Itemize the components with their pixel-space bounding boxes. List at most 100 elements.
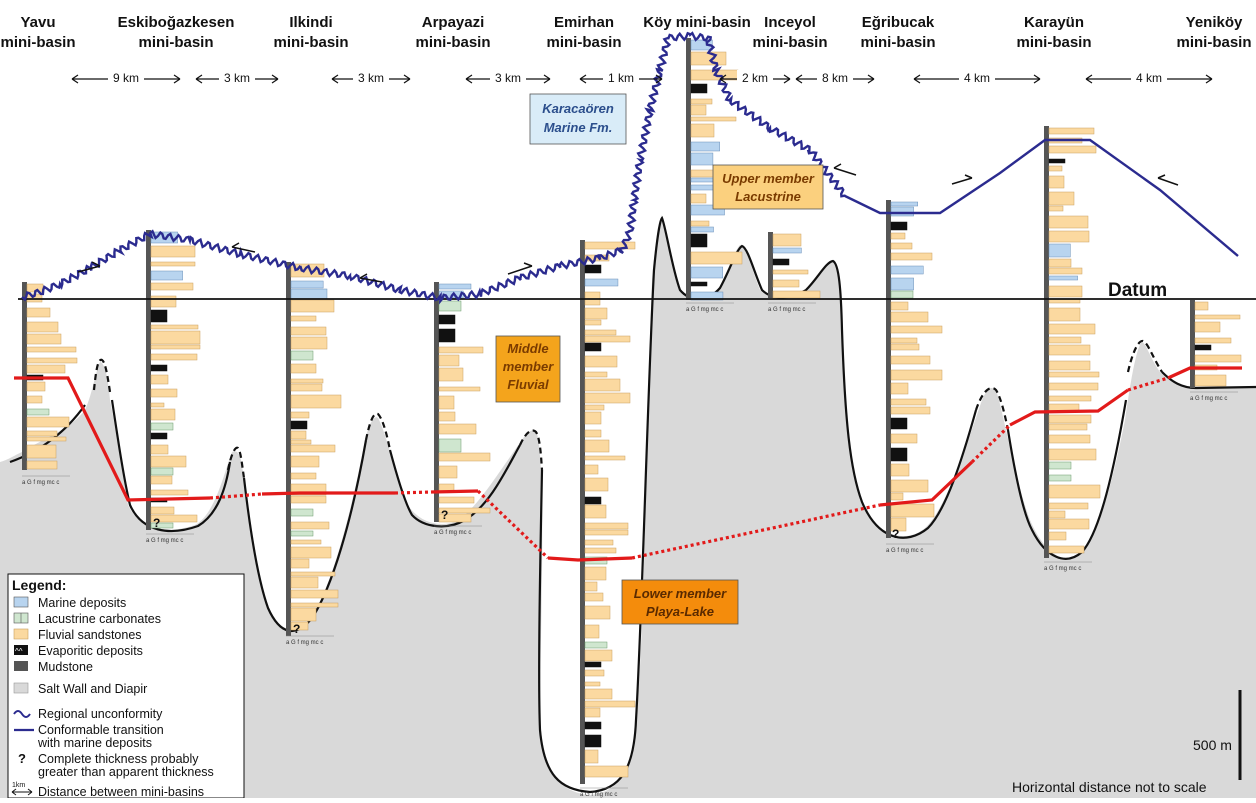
sandstone-bed bbox=[584, 329, 617, 336]
sandstone-bed bbox=[438, 465, 458, 479]
marine-bed bbox=[690, 291, 724, 301]
scale-bar-label: 500 m bbox=[1193, 737, 1232, 753]
mudstone-column bbox=[22, 282, 27, 470]
sandstone-bed bbox=[290, 378, 324, 384]
question-icon-glyph: ? bbox=[18, 751, 26, 766]
sandstone-bed bbox=[690, 116, 737, 122]
sandstone-bed bbox=[290, 576, 319, 589]
sandstone-bed bbox=[26, 357, 78, 364]
sandstone-bed bbox=[290, 589, 339, 599]
grain-size-scale-label: a G f mg mc c bbox=[434, 530, 471, 536]
sandstone-bed bbox=[890, 343, 920, 351]
sandstone-bed bbox=[584, 464, 599, 475]
sandstone-bed bbox=[690, 193, 707, 204]
sandstone-bed bbox=[290, 394, 342, 409]
sandstone-bed bbox=[772, 279, 800, 288]
sandstone-bed bbox=[150, 353, 198, 361]
mudstone-column bbox=[1190, 300, 1195, 388]
basin-title: mini-basin bbox=[273, 34, 348, 51]
red-dotted-segment bbox=[476, 489, 550, 560]
sandstone-bed bbox=[438, 395, 455, 410]
legend: Legend: Marine deposits Lacustrine carbo… bbox=[7, 573, 245, 799]
sandstone-bed bbox=[150, 330, 201, 345]
carbonate-bed bbox=[438, 300, 462, 312]
legend-label: Fluvial sandstones bbox=[38, 628, 142, 642]
evaporite-bed bbox=[438, 314, 456, 325]
basin-title: mini-basin bbox=[0, 34, 75, 51]
sandstone-bed bbox=[584, 411, 602, 425]
stratigraphic-logs: a G f mg mc ca G f mg mc c?a G f mg mc c… bbox=[22, 38, 1242, 798]
distance-label: 2 km bbox=[742, 71, 768, 85]
marine-bed bbox=[290, 288, 328, 300]
sandstone-bed bbox=[290, 521, 330, 530]
marine-bed bbox=[890, 201, 918, 207]
sandstone-bed bbox=[150, 295, 177, 308]
diapir-crest bbox=[364, 412, 392, 451]
sandstone-bed bbox=[290, 439, 312, 445]
sandstone-bed bbox=[150, 402, 165, 408]
sandstone-bed bbox=[584, 455, 626, 461]
sandstone-bed bbox=[584, 307, 608, 320]
sandstone-bed bbox=[438, 507, 491, 514]
sandstone-bed bbox=[1048, 267, 1083, 275]
legend-label: Conformable transition bbox=[38, 723, 164, 737]
evaporite-bed bbox=[772, 258, 790, 266]
sandstone-bed bbox=[584, 547, 617, 554]
sandstone-bed bbox=[1194, 314, 1241, 320]
diapir-crest bbox=[92, 358, 112, 393]
basin-title: Köy mini-basin bbox=[643, 14, 751, 31]
evaporite-bed bbox=[584, 661, 602, 668]
lower-member-label: Lower member bbox=[634, 586, 727, 601]
carbonate-bed bbox=[26, 408, 50, 416]
sandstone-bed bbox=[1194, 321, 1221, 333]
evaporite-bed bbox=[584, 734, 602, 748]
distance-label-bg bbox=[959, 70, 995, 86]
sandstone-bed bbox=[1048, 531, 1067, 541]
sandstone-bed bbox=[290, 472, 317, 480]
basin-title: Ilkindi bbox=[289, 14, 332, 31]
sandstone-bed bbox=[290, 607, 317, 622]
sandstone-bed bbox=[1048, 360, 1091, 371]
evaporite-bed bbox=[150, 364, 168, 372]
mudstone-column bbox=[886, 200, 891, 538]
marine-bed bbox=[690, 152, 714, 166]
sandstone-bed bbox=[438, 367, 464, 382]
sandstone-bed bbox=[890, 369, 943, 381]
sandstone-bed bbox=[290, 602, 339, 608]
legend-label: with marine deposits bbox=[37, 736, 152, 750]
evaporite-bed bbox=[890, 221, 908, 231]
basin-wall bbox=[9, 404, 86, 464]
sandstone-bed bbox=[584, 355, 618, 368]
sandstone-bed bbox=[584, 707, 601, 718]
legend-label: greater than apparent thickness bbox=[38, 765, 214, 779]
sandstone-bed bbox=[890, 517, 907, 532]
evaporite-bed bbox=[150, 432, 168, 440]
sandstone-bed bbox=[1194, 301, 1209, 311]
lower-member-top-line bbox=[14, 366, 1242, 562]
distance-label-bg bbox=[219, 70, 255, 86]
sandstone-bed bbox=[1048, 191, 1075, 206]
mudstone-column bbox=[434, 282, 439, 522]
sandstone-bed bbox=[584, 477, 609, 492]
sandstone-bed bbox=[150, 324, 199, 330]
marine-bed bbox=[890, 206, 914, 217]
diapir-crest bbox=[1126, 339, 1163, 373]
conformable-transition-line bbox=[844, 138, 1239, 257]
marine-formation-label: Marine Fm. bbox=[544, 120, 613, 135]
datum-label: Datum bbox=[1108, 280, 1167, 301]
grain-size-scale-label: a G f mg mc c bbox=[580, 792, 617, 798]
sandstone-bed bbox=[1048, 344, 1091, 356]
sandstone-bed bbox=[290, 495, 327, 504]
sandstone-bed bbox=[690, 98, 713, 105]
sandstone-bed bbox=[150, 374, 169, 385]
distance-label: 8 km bbox=[822, 71, 848, 85]
mudstone-column bbox=[1044, 126, 1049, 558]
carbonate-bed bbox=[150, 467, 174, 476]
marine-bed bbox=[690, 204, 725, 216]
evaporite-bed bbox=[150, 309, 168, 323]
sandstone-bed bbox=[584, 700, 636, 708]
sandstone-bed bbox=[26, 364, 66, 374]
sandstone-bed bbox=[26, 381, 46, 392]
sandstone-bed bbox=[26, 307, 51, 318]
sandstone-bed bbox=[584, 529, 629, 536]
